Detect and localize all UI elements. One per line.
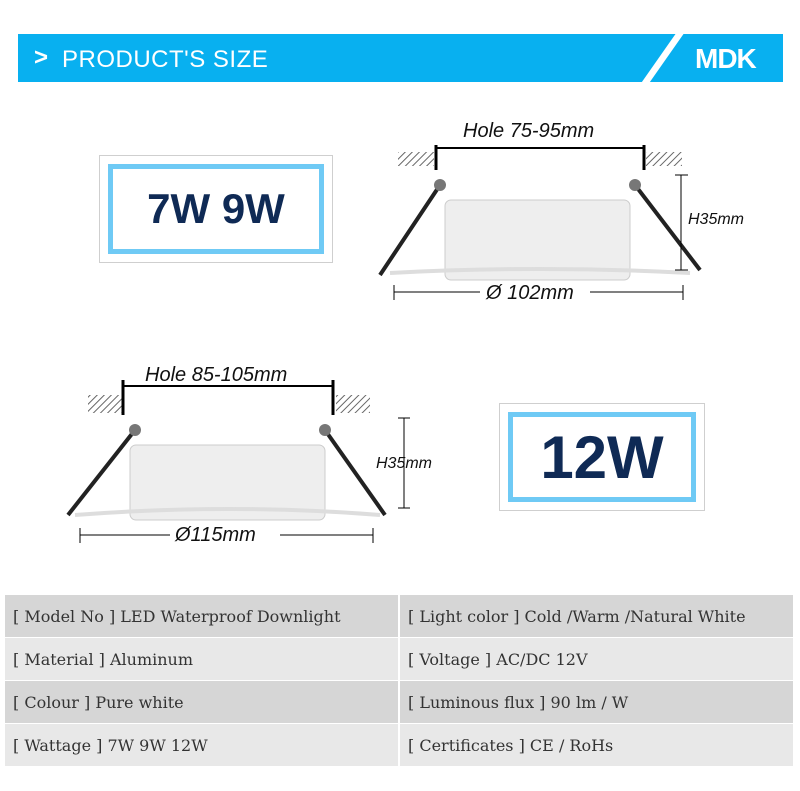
diameter-a: Ø 102mm [486,282,574,304]
spec-cell: [ Wattage ] 7W 9W 12W [5,724,398,766]
diameter-b: Ø115mm [175,524,256,546]
divider-slash [633,34,691,82]
height-a: H35mm [688,211,745,228]
spec-cell: [ Luminous flux ] 90 lm / W [400,681,793,723]
spec-cell: [ Colour ] Pure white [5,681,398,723]
spec-cell: [ Certificates ] CE / RoHs [400,724,793,766]
spec-row: [ Wattage ] 7W 9W 12W[ Certificates ] CE… [5,724,795,766]
wattage-box-b: 12W [499,403,705,511]
header-title: PRODUCT'S SIZE [62,46,269,73]
wattage-label-b: 12W [508,412,696,502]
downlight-diagram-a [378,145,702,300]
brand-logo: MDK [695,43,757,74]
header-banner: > PRODUCT'S SIZE MDK [18,34,783,82]
chevron-right-icon: > [34,44,49,71]
spec-row: [ Colour ] Pure white[ Luminous flux ] 9… [5,681,795,723]
wattage-box-a: 7W 9W [99,155,333,263]
spec-cell: [ Material ] Aluminum [5,638,398,680]
spec-cell: [ Light color ] Cold /Warm /Natural Whit… [400,595,793,637]
spec-row: [ Material ] Aluminum[ Voltage ] AC/DC 1… [5,638,795,680]
hole-size-a: Hole 75-95mm [463,120,595,142]
wattage-label-a: 7W 9W [108,164,324,254]
downlight-diagram-b [66,380,410,543]
spec-cell: [ Voltage ] AC/DC 12V [400,638,793,680]
spec-row: [ Model No ] LED Waterproof Downlight[ L… [5,595,795,637]
spec-table: [ Model No ] LED Waterproof Downlight[ L… [5,595,795,767]
spec-cell: [ Model No ] LED Waterproof Downlight [5,595,398,637]
hole-size-b: Hole 85-105mm [145,364,288,386]
height-b: H35mm [376,455,433,472]
